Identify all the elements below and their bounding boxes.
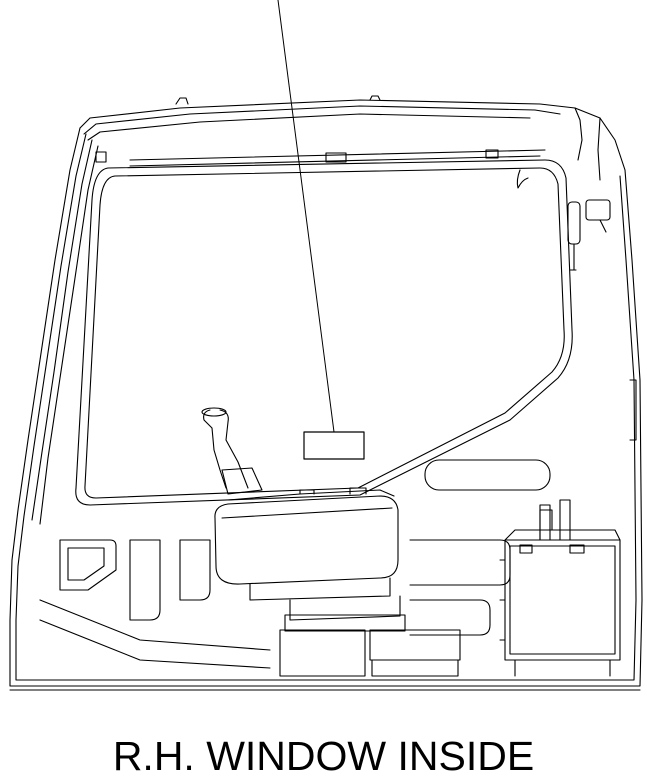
diagram-caption: R.H. WINDOW INSIDE: [112, 733, 535, 779]
console: [214, 487, 461, 677]
label-box: [303, 431, 365, 460]
cab-line-drawing: [9, 0, 643, 691]
leader-line: [277, 0, 335, 433]
window-glass: [75, 159, 573, 506]
lower-panel: [39, 459, 571, 669]
roof-frame: [79, 95, 626, 171]
cab-outline: [9, 107, 643, 691]
control-lever: [201, 407, 263, 495]
controller-box: [499, 509, 621, 677]
latch-hardware: [567, 199, 637, 441]
